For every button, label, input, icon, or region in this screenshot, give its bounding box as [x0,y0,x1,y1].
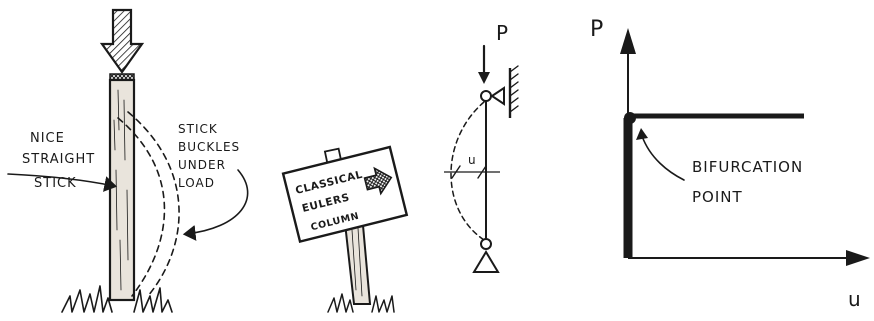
bifurcation-label-2: POINT [692,188,743,206]
grass-icon [61,285,173,313]
graph-y-axis-label: P [590,17,603,42]
buckles-pointer-arrow [182,169,249,241]
bifurcation-point-marker [624,112,636,124]
nice-straight-stick-label-1: NICE [30,131,65,146]
graph-x-axis-label: u [848,287,861,311]
column-load-label: P [496,21,508,45]
buckled-stick-outline [117,111,180,297]
bottom-pin-support-icon [472,238,500,273]
nice-straight-stick-label-3: STICK [34,176,77,191]
nice-straight-stick-label-2: STRAIGHT [22,152,95,167]
bifurcation-pointer-arrow [641,135,685,181]
bifurcation-graph: P u BIFURCATION POINT [590,17,870,311]
bifurcation-label-1: BIFURCATION [692,158,803,176]
stick-panel: NICE STRAIGHT STICK STICK BUCKLES UNDER … [7,8,249,313]
buckles-label-2: BUCKLES [178,140,240,154]
column-panel: P u [444,21,519,273]
buckled-mode-shape [450,101,485,241]
buckles-label-3: UNDER [178,158,226,172]
nice-stick-pointer-arrow [7,173,118,192]
buckles-label-1: STICK [178,122,218,136]
buckles-label-4: LOAD [178,176,215,190]
deflection-label: u [468,153,476,167]
load-arrow-icon [99,8,145,74]
sign-board: CLASSICAL EULERS COLUMN [281,145,409,243]
sign-grass-icon [327,293,395,313]
sign-panel: CLASSICAL EULERS COLUMN [281,145,409,313]
sign-arrow-icon [363,166,393,196]
